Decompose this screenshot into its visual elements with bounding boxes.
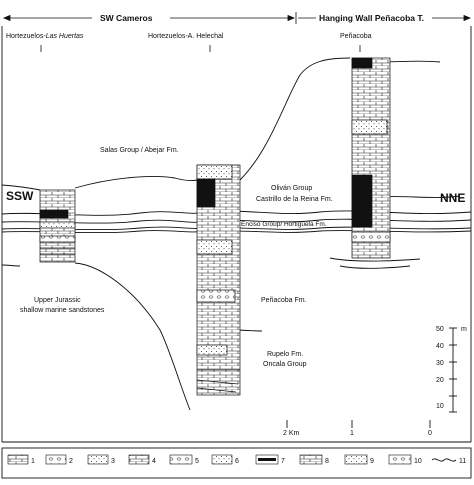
legend-num-7: 7 bbox=[281, 458, 285, 465]
unit-rupelo-1: Rupelo Fm. bbox=[267, 351, 303, 358]
legend-num-9: 9 bbox=[370, 458, 374, 465]
legend-num-10: 10 bbox=[414, 458, 422, 465]
vertical-scale-tick-50: 50 bbox=[436, 326, 444, 333]
legend-num-1: 1 bbox=[31, 458, 35, 465]
legend-swatch-6 bbox=[211, 454, 233, 465]
horizontal-scale-tick-1: 1 bbox=[350, 430, 354, 437]
section-3-name: Peñacoba bbox=[340, 33, 372, 40]
end-label-left: SSW bbox=[6, 189, 34, 203]
frame bbox=[1, 26, 472, 443]
header-left-title: SW Cameros bbox=[100, 13, 153, 23]
horizontal-scale-tick-2: 2 Km bbox=[283, 430, 300, 437]
horizontal-scale-ticks bbox=[286, 420, 431, 428]
unit-salas: Salas Group / Abejar Fm. bbox=[100, 147, 179, 154]
unit-penacoba-fm: Peñacoba Fm. bbox=[261, 297, 307, 304]
legend-swatch-5 bbox=[169, 454, 193, 465]
legend-num-6: 6 bbox=[235, 458, 239, 465]
vertical-scale bbox=[449, 327, 457, 413]
column-1 bbox=[39, 189, 76, 263]
legend-num-8: 8 bbox=[325, 458, 329, 465]
legend-num-11: 11 bbox=[459, 458, 466, 465]
vertical-scale-tick-40: 40 bbox=[436, 343, 444, 350]
end-label-right: NNE bbox=[440, 191, 465, 205]
column-2 bbox=[196, 164, 241, 396]
legend-swatch-9 bbox=[344, 454, 368, 465]
unit-enciso: Enciso Group/ Hortigüela Fm. bbox=[241, 221, 327, 228]
legend-swatch-8 bbox=[299, 454, 323, 465]
legend-num-3: 3 bbox=[111, 458, 115, 465]
legend-swatch-11 bbox=[431, 458, 457, 462]
legend-swatch-10 bbox=[388, 454, 412, 465]
legend-num-4: 4 bbox=[152, 458, 156, 465]
legend-swatch-1 bbox=[7, 454, 29, 465]
header-right-title: Hanging Wall Peñacoba T. bbox=[319, 13, 424, 23]
section-2-name: Hortezuelos-A. Helechal bbox=[148, 33, 224, 40]
vertical-scale-tick-20: 20 bbox=[436, 377, 444, 384]
legend-swatch-7 bbox=[255, 454, 279, 465]
legend-swatch-3 bbox=[87, 454, 109, 465]
legend bbox=[1, 447, 472, 479]
section-1-name: Hortezuelos-Las Huertas bbox=[6, 33, 84, 40]
unit-rupelo-2: Oncala Group bbox=[263, 361, 307, 368]
legend-swatch-4 bbox=[128, 454, 150, 465]
legend-swatch-2 bbox=[45, 454, 67, 465]
vertical-scale-tick-30: 30 bbox=[436, 360, 444, 367]
legend-num-5: 5 bbox=[195, 458, 199, 465]
unit-olivan-2: Castrillo de la Reina Fm. bbox=[256, 196, 333, 203]
unit-upper-jurassic-1: Upper Jurassic bbox=[34, 297, 81, 304]
horizontal-scale-tick-0: 0 bbox=[428, 430, 432, 437]
header-arrows bbox=[2, 12, 472, 24]
legend-num-2: 2 bbox=[69, 458, 73, 465]
column-3 bbox=[351, 57, 391, 259]
vertical-scale-tick-10: 10 bbox=[436, 403, 444, 410]
vertical-scale-unit: m bbox=[461, 326, 467, 333]
section-ticks bbox=[40, 45, 361, 52]
unit-upper-jurassic-2: shallow marine sandstones bbox=[20, 307, 105, 314]
unit-olivan-1: Oliván Group bbox=[271, 185, 312, 192]
